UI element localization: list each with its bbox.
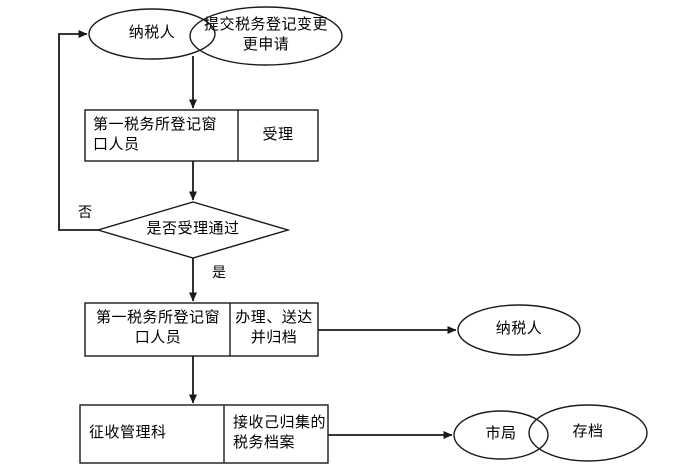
node-collection-management-dept[interactable]: [80, 405, 224, 463]
node-archive-storage-shape[interactable]: [528, 404, 648, 462]
node-accept-action[interactable]: [238, 110, 318, 161]
node-city-bureau[interactable]: [454, 411, 532, 459]
node-submit-application[interactable]: [216, 7, 342, 65]
node-taxpayer-end[interactable]: [458, 305, 580, 355]
node-collection-management-shape[interactable]: [79, 404, 329, 464]
edge-decision-no-feedback: [58, 30, 98, 231]
node-first-tax-office-window-1-shape[interactable]: [84, 109, 319, 162]
node-city-bureau-shape[interactable]: [453, 410, 549, 460]
node-first-tax-office-window-2[interactable]: [85, 303, 230, 356]
node-handle-deliver-archive[interactable]: [230, 303, 318, 356]
node-receive-archived-files[interactable]: [224, 405, 328, 463]
node-first-tax-office-window-1[interactable]: [85, 110, 238, 161]
node-archive-storage[interactable]: [548, 405, 658, 461]
node-submit-application-shape[interactable]: [189, 6, 343, 66]
node-taxpayer-end-shape[interactable]: [457, 304, 581, 356]
node-decision-accept[interactable]: [140, 212, 246, 248]
node-taxpayer-start-shape[interactable]: [88, 8, 216, 60]
node-taxpayer-start[interactable]: [89, 9, 215, 59]
